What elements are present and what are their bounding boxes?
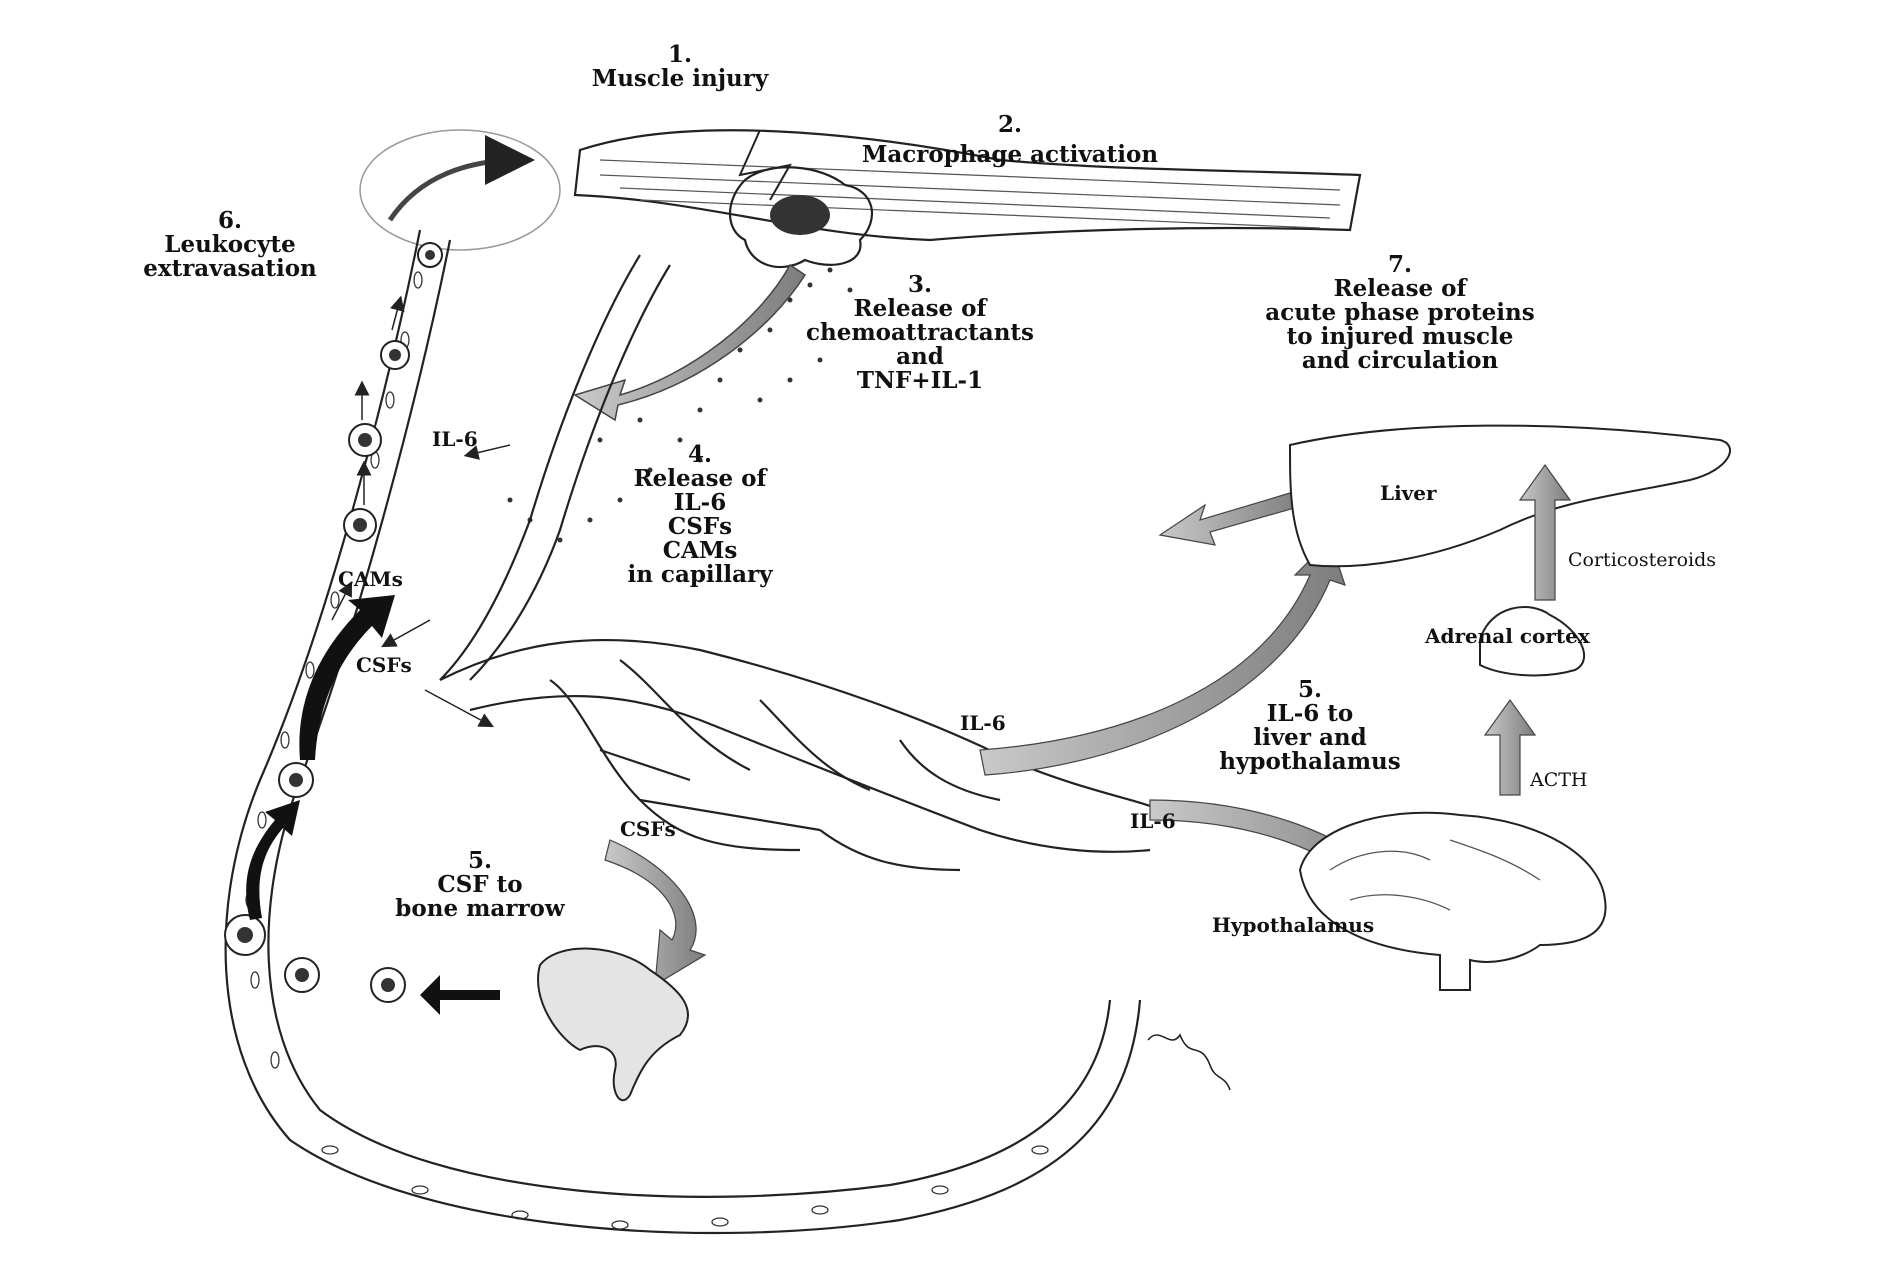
svg-text:Leukocyte: Leukocyte <box>164 231 295 258</box>
svg-text:hypothalamus: hypothalamus <box>1219 748 1400 775</box>
svg-text:Macrophage activation: Macrophage activation <box>862 141 1158 168</box>
svg-text:5.: 5. <box>468 847 492 874</box>
corticosteroids-label: Corticosteroids <box>1568 549 1716 571</box>
brain <box>1300 813 1606 990</box>
svg-text:Release of: Release of <box>854 295 989 322</box>
svg-text:TNF+IL-1: TNF+IL-1 <box>857 367 983 394</box>
extravasation-loop <box>360 130 560 250</box>
svg-text:Release of: Release of <box>634 465 769 492</box>
svg-text:to injured muscle: to injured muscle <box>1287 323 1514 350</box>
svg-text:extravasation: extravasation <box>143 255 317 282</box>
svg-text:IL-6 to: IL-6 to <box>1267 700 1353 727</box>
step-7-label: 7. Release of acute phase proteins to in… <box>1265 251 1534 374</box>
adrenal-cortex-label: Adrenal cortex <box>1424 624 1591 648</box>
svg-text:chemoattractants: chemoattractants <box>806 319 1034 346</box>
svg-text:5.: 5. <box>1298 676 1322 703</box>
csfs-lower-label: CSFs <box>620 817 676 841</box>
cams-label: CAMs <box>338 567 403 591</box>
svg-text:3.: 3. <box>908 271 932 298</box>
svg-text:and circulation: and circulation <box>1302 347 1499 374</box>
svg-text:IL-6: IL-6 <box>674 489 726 516</box>
svg-text:and: and <box>896 343 944 370</box>
svg-text:acute phase proteins: acute phase proteins <box>1265 299 1534 326</box>
svg-text:7.: 7. <box>1388 251 1412 278</box>
svg-text:CAMs: CAMs <box>663 537 738 564</box>
step-5a-label: 5. CSF to bone marrow <box>395 847 566 922</box>
svg-text:CSF to: CSF to <box>437 871 522 898</box>
step-2-label: 2. Macrophage activation <box>862 111 1158 168</box>
liver-label: Liver <box>1380 481 1437 505</box>
step-3-label: 3. Release of chemoattractants and TNF+I… <box>806 271 1034 394</box>
svg-text:1.: 1. <box>668 41 692 68</box>
acute-phase-arrow <box>1160 490 1305 545</box>
liver <box>1290 426 1730 567</box>
svg-text:2.: 2. <box>998 111 1022 138</box>
svg-text:CSFs: CSFs <box>668 513 732 540</box>
svg-text:6.: 6. <box>218 207 242 234</box>
artist-signature <box>1148 1035 1230 1090</box>
il6-low-label: IL-6 <box>1130 809 1176 833</box>
svg-text:in capillary: in capillary <box>627 561 773 588</box>
svg-text:4.: 4. <box>688 441 712 468</box>
svg-text:liver and: liver and <box>1253 724 1366 751</box>
chemoattractant-arrow <box>575 265 805 420</box>
svg-text:Release of: Release of <box>1334 275 1469 302</box>
acth-arrow <box>1485 700 1535 795</box>
step-6-label: 6. Leukocyte extravasation <box>143 207 317 282</box>
svg-text:Muscle injury: Muscle injury <box>592 65 769 92</box>
acth-label: ACTH <box>1529 769 1588 791</box>
svg-text:bone marrow: bone marrow <box>395 895 566 922</box>
csfs-upper-label: CSFs <box>356 653 412 677</box>
il6-mid-label: IL-6 <box>960 711 1006 735</box>
step-4-label: 4. Release of IL-6 CSFs CAMs in capillar… <box>627 441 773 588</box>
step-5b-label: 5. IL-6 to liver and hypothalamus <box>1219 676 1400 775</box>
il6-left-label: IL-6 <box>432 427 478 451</box>
hypothalamus-label: Hypothalamus <box>1212 913 1374 937</box>
step-1-label: 1. Muscle injury <box>592 41 769 92</box>
